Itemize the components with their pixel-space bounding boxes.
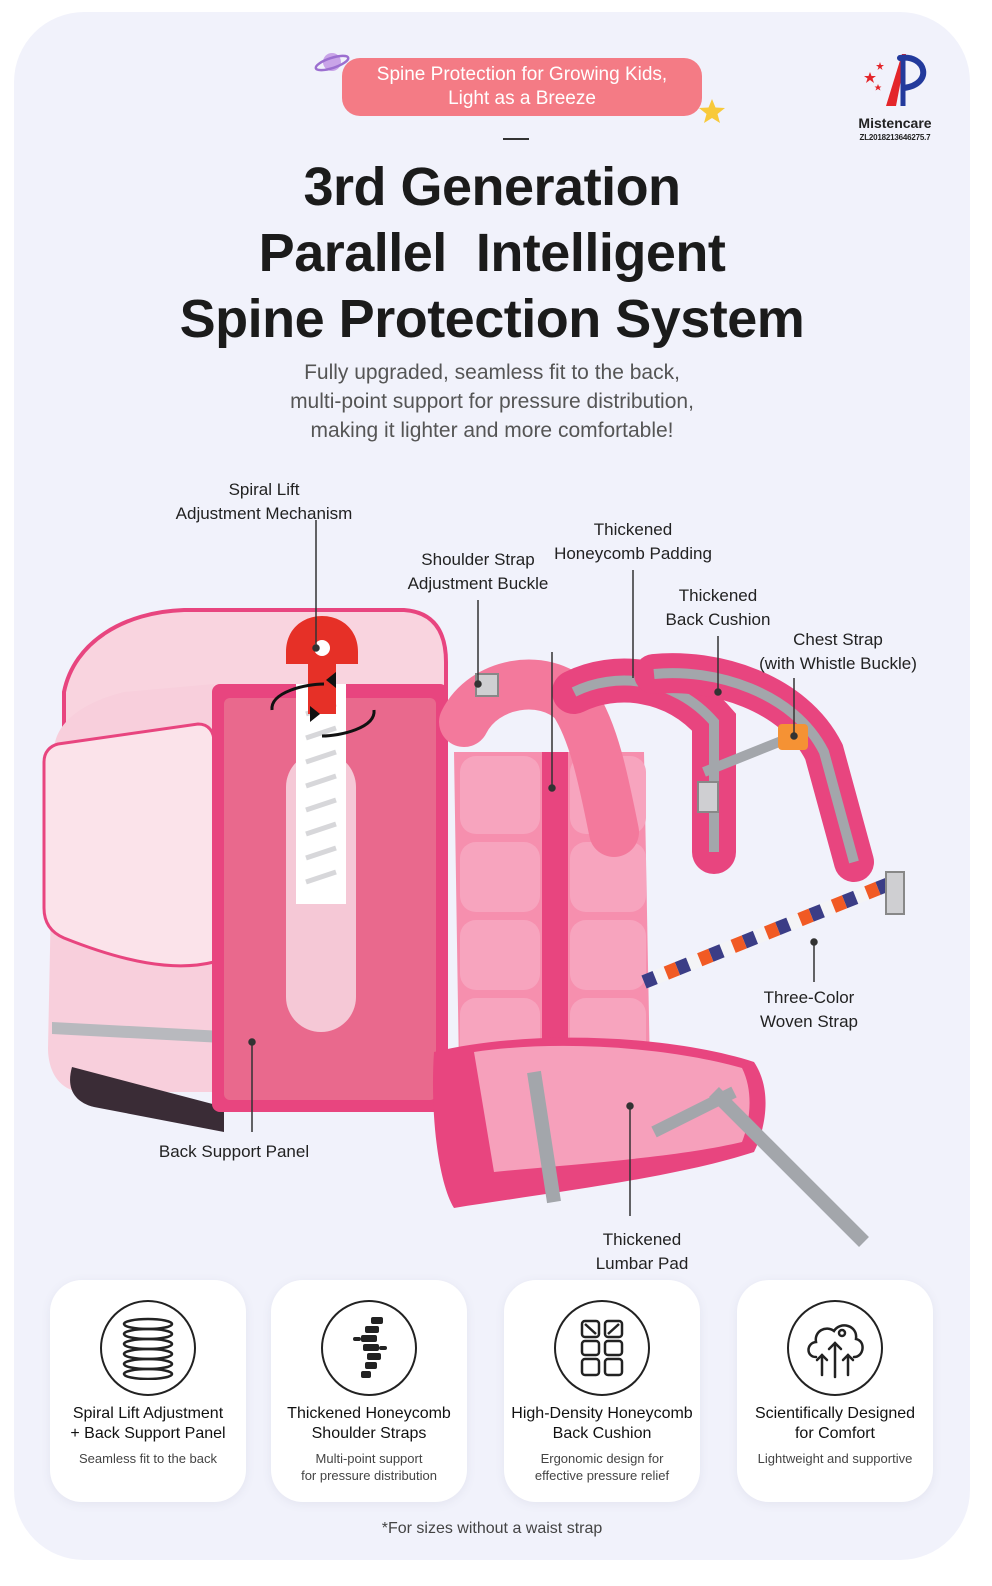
lumbar-pad-part [432, 1037, 869, 1247]
backpack-illustration: Spiral Lift Adjustment Mechanism Shoulde… [14, 452, 970, 1292]
tagline-line1: Spine Protection for Growing Kids, [376, 64, 668, 85]
feature-card-cushion: High-Density Honeycomb Back Cushion Ergo… [504, 1280, 700, 1502]
title-line1: 3rd Generation [303, 157, 681, 217]
callout-spiral-lift-line2: Adjustment Mechanism [175, 504, 353, 523]
title-line3: Spine Protection System [179, 289, 805, 349]
feature-desc-line1: Multi-point support [315, 1451, 423, 1466]
page-card: Spine Protection for Growing Kids, Light… [14, 12, 970, 1560]
callout-back-panel-line1: Back Support Panel [158, 1142, 310, 1161]
shoulder-straps-part [439, 653, 905, 989]
callout-shoulder-buckle-line2: Adjustment Buckle [407, 574, 549, 593]
title-divider [503, 138, 529, 140]
callout-spiral-lift: Spiral Lift Adjustment Mechanism [154, 478, 374, 526]
brand-block: Mistencare ZL2018213646275.7 [840, 50, 950, 142]
feature-title-line2: Shoulder Straps [311, 1425, 427, 1442]
brand-name: Mistencare [858, 115, 932, 131]
feature-title-line2: for Comfort [794, 1425, 875, 1442]
callout-chest-strap-line1: Chest Strap [793, 630, 883, 649]
callout-leaders [248, 520, 818, 1216]
feature-desc-line2: for pressure distribution [301, 1468, 437, 1483]
callout-chest-strap-line2: (with Whistle Buckle) [759, 654, 917, 673]
feature-desc-line1: Seamless fit to the back [78, 1451, 217, 1466]
backpack-main-body [42, 608, 448, 1132]
spine-icon [353, 1317, 387, 1378]
callout-spiral-lift-line1: Spiral Lift [228, 480, 300, 499]
planet-icon [314, 53, 350, 72]
callout-woven-strap-line2: Woven Strap [760, 1012, 858, 1031]
callout-woven-strap: Three-Color Woven Strap [744, 986, 874, 1034]
spiral-icon [122, 1317, 174, 1380]
callout-chest-strap: Chest Strap (with Whistle Buckle) [754, 628, 922, 676]
brand-patent-code: ZL2018213646275.7 [859, 133, 931, 142]
subtitle-line3: making it lighter and more comfortable! [310, 419, 674, 442]
callout-honeycomb-padding: Thickened Honeycomb Padding [544, 518, 722, 566]
brand-logo-icon [864, 54, 927, 106]
feature-desc-line2: effective pressure relief [534, 1468, 670, 1483]
cushion-icon [580, 1319, 624, 1377]
star-icon [699, 99, 725, 123]
feature-desc-line1: Ergonomic design for [540, 1451, 664, 1466]
callout-shoulder-buckle-line1: Shoulder Strap [421, 550, 535, 569]
callout-back-cushion: Thickened Back Cushion [654, 584, 782, 632]
callout-lumbar-pad: Thickened Lumbar Pad [574, 1228, 710, 1276]
callout-back-panel: Back Support Panel [134, 1140, 334, 1164]
callout-back-cushion-line2: Back Cushion [665, 610, 771, 629]
feature-title-line1: Thickened Honeycomb [287, 1405, 451, 1422]
feature-card-spiral: Spiral Lift Adjustment + Back Support Pa… [50, 1280, 246, 1502]
page-subtitle: Fully upgraded, seamless fit to the back… [14, 358, 970, 445]
tree-icon [807, 1324, 864, 1379]
subtitle-line2: multi-point support for pressure distrib… [290, 390, 694, 413]
callout-woven-strap-line1: Three-Color [763, 988, 855, 1007]
title-line2: Parallel Intelligent [258, 223, 726, 283]
feature-title-line1: High-Density Honeycomb [511, 1405, 693, 1422]
backpack-exploded-view [42, 520, 905, 1247]
subtitle-line1: Fully upgraded, seamless fit to the back… [304, 361, 680, 384]
feature-title-line2: + Back Support Panel [70, 1425, 226, 1442]
feature-card-comfort: Scientifically Designed for Comfort Ligh… [737, 1280, 933, 1502]
feature-title-line2: Back Cushion [552, 1425, 652, 1442]
feature-desc-line1: Lightweight and supportive [757, 1451, 913, 1466]
feature-title-line1: Scientifically Designed [754, 1405, 916, 1422]
tagline-line2: Light as a Breeze [448, 88, 596, 109]
callout-lumbar-pad-line2: Lumbar Pad [595, 1254, 689, 1273]
callout-back-cushion-line1: Thickened [678, 586, 758, 605]
callout-lumbar-pad-line1: Thickened [602, 1230, 682, 1249]
footnote: *For sizes without a waist strap [381, 1520, 603, 1537]
tagline-banner: Spine Protection for Growing Kids, Light… [342, 58, 702, 116]
callout-honeycomb-padding-line2: Honeycomb Padding [554, 544, 712, 563]
feature-card-straps: Thickened Honeycomb Shoulder Straps Mult… [271, 1280, 467, 1502]
feature-title-line1: Spiral Lift Adjustment [72, 1405, 224, 1422]
page-title: 3rd Generation Parallel Intelligent Spin… [14, 154, 970, 352]
callout-honeycomb-padding-line1: Thickened [593, 520, 673, 539]
callout-shoulder-buckle: Shoulder Strap Adjustment Buckle [396, 548, 560, 596]
